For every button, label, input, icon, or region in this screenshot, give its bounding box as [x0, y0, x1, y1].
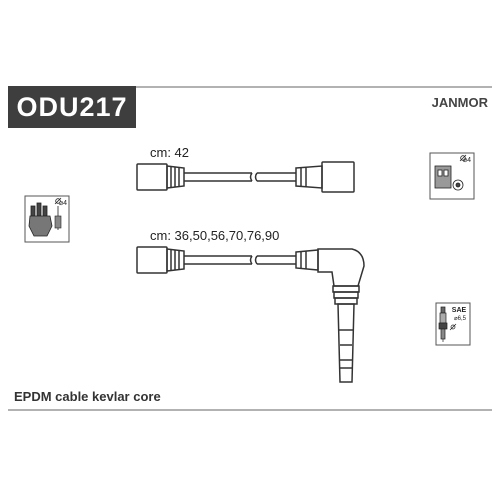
distributor-left-diameter: ⌀4	[59, 200, 67, 207]
spark-plug-diameter: ⌀6,5	[454, 316, 467, 322]
distributor-icon-right-box	[429, 152, 475, 200]
spark-plug-standard: SAE	[452, 307, 467, 314]
cable-1-right-boot	[321, 161, 355, 193]
cable-1-wire-right	[257, 172, 296, 182]
cable-2-plug-stem	[337, 303, 355, 383]
brand-name: JANMOR	[431, 95, 488, 110]
cable-1	[136, 161, 355, 193]
distributor-icon-left-box	[24, 195, 70, 243]
cable-2-wire-left	[184, 255, 252, 265]
part-number-badge: ODU217	[8, 86, 136, 128]
cable-1-length-label: cm: 42	[150, 145, 190, 160]
spark-plug-icon	[438, 306, 448, 342]
spark-plug-icon-box	[435, 302, 471, 346]
cable-1-right-ribs	[295, 165, 323, 189]
cable-2-wire-right	[257, 255, 296, 265]
distributor-cap-icon	[28, 202, 53, 237]
distributor-cap-icon	[434, 165, 464, 191]
cable-description: EPDM cable kevlar core	[14, 389, 161, 404]
cable-2-left-boot	[136, 246, 168, 274]
cable-2	[136, 246, 365, 383]
cable-2-length-label: cm: 36,50,56,70,76,90	[150, 228, 280, 243]
cable-1-left-boot	[136, 163, 168, 191]
distributor-right-diameter: ⌀4	[463, 157, 471, 164]
cable-1-wire-left	[184, 172, 252, 182]
cable-2-elbow-boot	[317, 248, 365, 287]
